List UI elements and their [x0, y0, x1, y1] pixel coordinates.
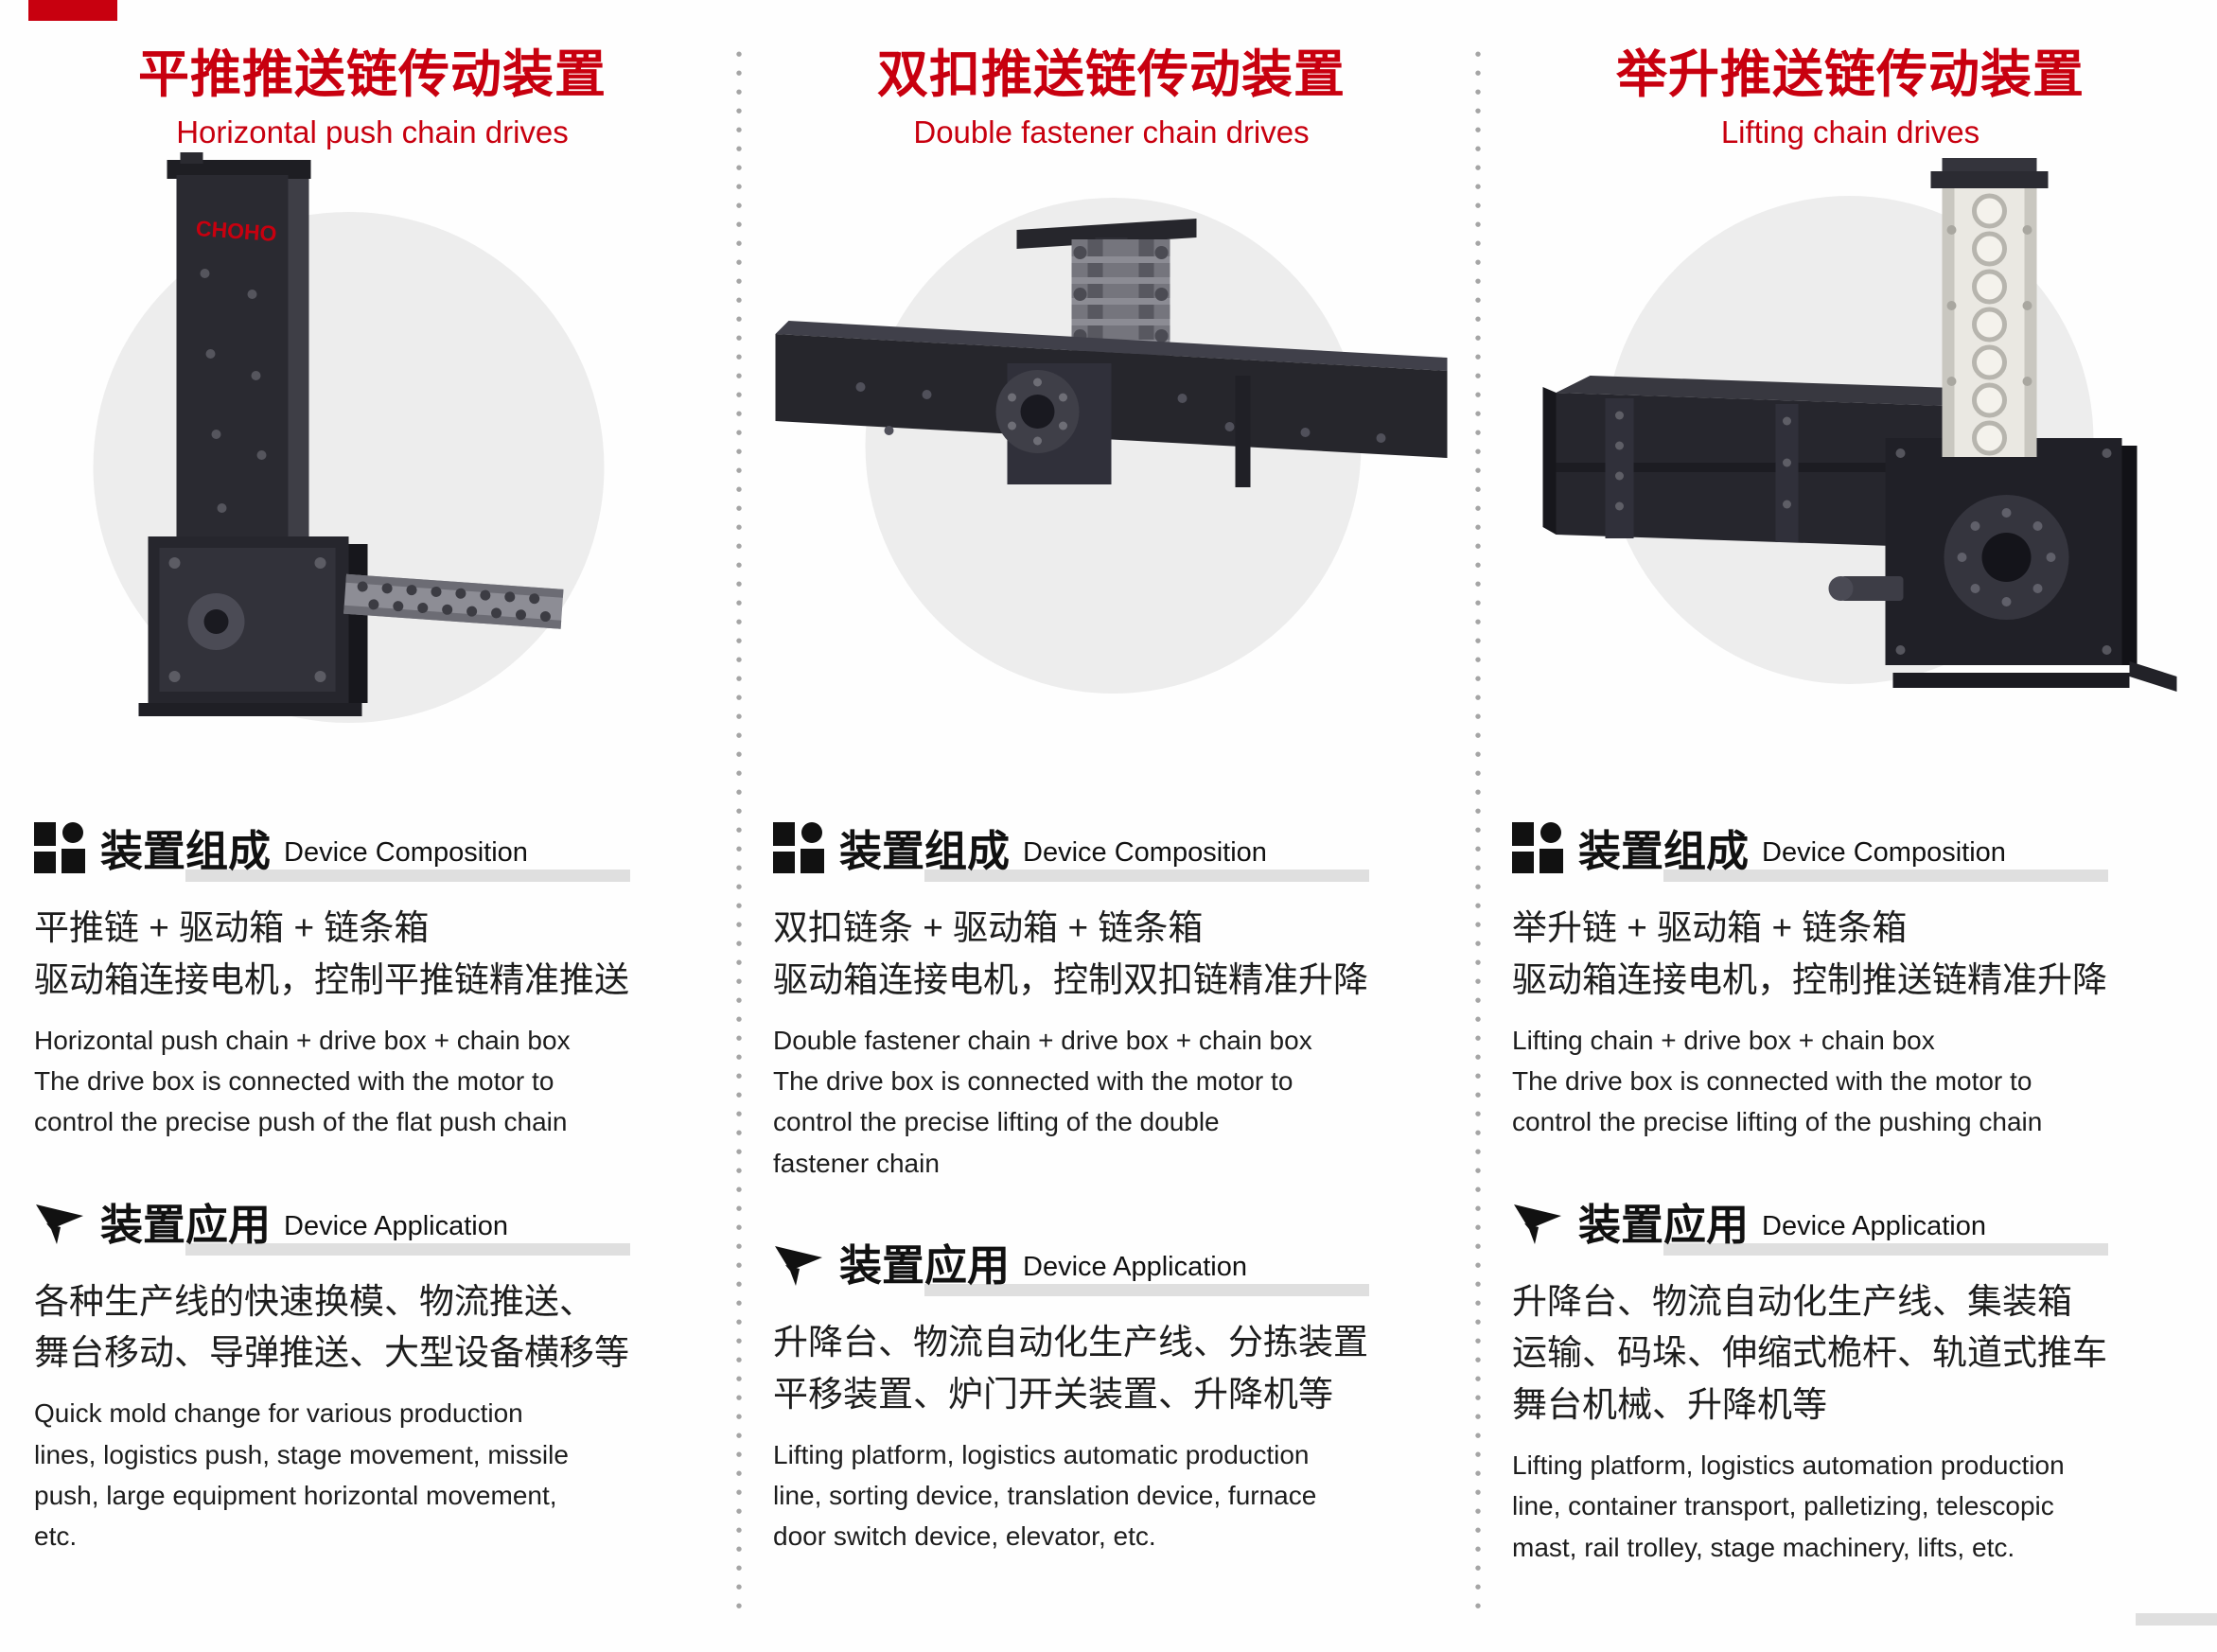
header-underline-decor [924, 870, 1369, 882]
paper-plane-icon [34, 1195, 85, 1246]
composition-section-header: 装置组成 Device Composition [34, 817, 711, 882]
application-section-header: 装置应用 Device Application [1512, 1190, 2189, 1256]
header-underline-decor [924, 1284, 1369, 1297]
application-text-en: Lifting platform, logistics automation p… [1512, 1450, 2065, 1562]
application-text-zh: 升降台、物流自动化生产线、分拣装置平移装置、炉门开关装置、升降机等 [773, 1323, 1368, 1414]
product-figure [773, 150, 1450, 813]
application-heading-zh: 装置应用 [100, 1200, 272, 1249]
application-heading-zh: 装置应用 [839, 1241, 1011, 1291]
application-heading-en: Device Application [1023, 1252, 1247, 1283]
composition-heading-en: Device Composition [1023, 837, 1267, 868]
product-title-en: Horizontal push chain drives [176, 114, 569, 149]
composition-heading-zh: 装置组成 [100, 827, 272, 875]
product-title-zh: 举升推送链传动装置 [1616, 46, 2085, 103]
horizontal-push-chain-drive-render: CHOHO [93, 152, 605, 723]
drive-gear-unit [1885, 438, 2138, 665]
product-figure: CHOHO [34, 150, 711, 813]
push-chain-arm [343, 573, 564, 629]
composition-text-en: Double fastener chain + drive box + chai… [773, 1025, 1312, 1178]
product-title-zh: 双扣推送链传动装置 [877, 46, 1346, 103]
output-shaft [1828, 576, 1904, 601]
application-text-en: Quick mold change for various production… [34, 1398, 569, 1552]
column-lifting-chain: 举升推送链传动装置 Lifting chain drives [1478, 0, 2217, 1652]
application-heading-en: Device Application [284, 1210, 508, 1241]
column-divider-dotted [1475, 51, 1481, 1614]
drive-box [138, 536, 368, 716]
column-horizontal-push-chain: 平推推送链传动装置 Horizontal push chain drives C… [0, 0, 739, 1652]
column-double-fastener-chain: 双扣推送链传动装置 Double fastener chain drives [739, 0, 1478, 1652]
composition-heading-en: Device Composition [284, 837, 528, 868]
product-title-en: Double fastener chain drives [913, 114, 1310, 149]
chain-tower: CHOHO [167, 152, 311, 544]
base-foot [1892, 661, 2177, 692]
composition-text-zh: 举升链 + 驱动箱 + 链条箱驱动箱连接电机，控制推送链精准升降 [1512, 908, 2107, 999]
product-title-en: Lifting chain drives [1720, 114, 1980, 149]
composition-text-zh: 双扣链条 + 驱动箱 + 链条箱驱动箱连接电机，控制双扣链精准升降 [773, 908, 1368, 999]
brand-logo: CHOHO [195, 216, 277, 246]
application-section-header: 装置应用 Device Application [773, 1231, 1450, 1297]
composition-text-zh: 平推链 + 驱动箱 + 链条箱驱动箱连接电机，控制平推链精准推送 [34, 908, 629, 999]
figure-backdrop-circle [865, 198, 1362, 694]
header-underline-decor [1663, 1242, 2108, 1256]
application-text-zh: 升降台、物流自动化生产线、集装箱运输、码垛、伸缩式桅杆、轨道式推车舞台机械、升降… [1512, 1281, 2107, 1425]
header-underline-decor [185, 1242, 630, 1256]
composition-text-en: Horizontal push chain + drive box + chai… [34, 1025, 571, 1137]
application-text-zh: 各种生产线的快速换模、物流推送、舞台移动、导弹推送、大型设备横移等 [34, 1281, 629, 1373]
squares-grid-icon [34, 821, 85, 873]
composition-heading-en: Device Composition [1762, 837, 2006, 868]
lifting-chain-drive-render [1542, 158, 2177, 692]
composition-heading-zh: 装置组成 [839, 827, 1011, 875]
paper-plane-icon [773, 1237, 824, 1288]
column-divider-dotted [736, 51, 742, 1614]
red-corner-mark [28, 0, 117, 21]
lifting-chain-mast [1930, 158, 2049, 457]
paper-plane-icon [1512, 1195, 1563, 1246]
product-figure [1512, 150, 2189, 813]
drive-disc [995, 363, 1112, 484]
chain-box-beam [1542, 376, 1983, 548]
application-heading-en: Device Application [1762, 1210, 1986, 1241]
composition-heading-zh: 装置组成 [1578, 827, 1750, 875]
header-underline-decor [1663, 870, 2108, 882]
header-underline-decor [185, 870, 630, 882]
application-section-header: 装置应用 Device Application [34, 1190, 711, 1256]
double-fastener-chain-drive-render [775, 198, 1448, 694]
squares-grid-icon [773, 821, 824, 873]
squares-grid-icon [1512, 821, 1563, 873]
composition-section-header: 装置组成 Device Composition [773, 817, 1450, 882]
composition-section-header: 装置组成 Device Composition [1512, 817, 2189, 882]
application-heading-zh: 装置应用 [1578, 1200, 1750, 1249]
product-title-zh: 平推推送链传动装置 [138, 46, 607, 103]
bottom-right-decor-bar [2136, 1613, 2217, 1626]
application-text-en: Lifting platform, logistics automatic pr… [773, 1439, 1317, 1552]
